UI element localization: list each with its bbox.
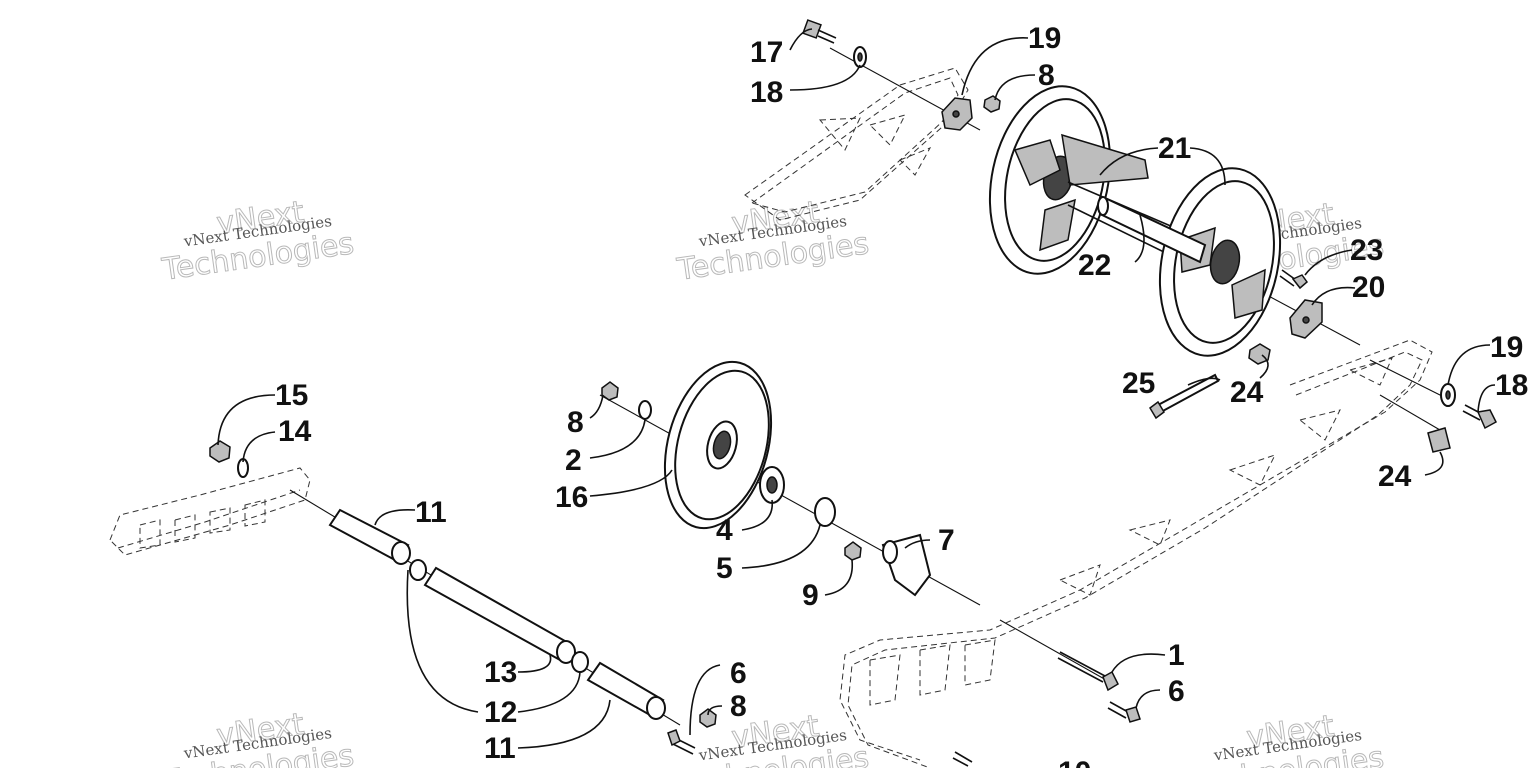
part-label-15: 15	[275, 379, 308, 412]
part-label-7: 7	[938, 524, 955, 557]
part-label-1: 1	[1168, 639, 1185, 672]
part-label-13: 13	[484, 656, 517, 689]
part-label-8: 8	[1038, 59, 1055, 92]
leader-lines	[217, 28, 1496, 749]
bracket-part-7	[881, 533, 932, 597]
axle-part-21	[1097, 196, 1207, 264]
part-label-24: 24	[1230, 376, 1264, 409]
part-label-6: 6	[1168, 675, 1185, 708]
tube-part-11-right	[586, 661, 666, 720]
part-label-22: 23	[1350, 234, 1383, 267]
part-label-11: 11	[484, 732, 516, 765]
nut-part-15	[209, 440, 231, 463]
bracket-part-19-top	[941, 97, 973, 131]
part-label-2: 2	[565, 444, 582, 477]
part-label-9: 9	[802, 579, 819, 612]
bolt-part-10	[952, 751, 973, 767]
ring-part-12-right	[571, 651, 589, 673]
bearing-part-4	[759, 466, 785, 504]
part-label-19: 20	[1352, 271, 1385, 304]
part-label-18: 19	[1490, 331, 1523, 364]
part-label-21: 22	[1078, 249, 1111, 282]
bolt-part-6-bottom	[667, 729, 696, 755]
tube-part-13	[423, 566, 576, 664]
part-label-11: 11	[415, 496, 447, 529]
ring-part-5	[814, 497, 836, 527]
tube-part-11-left	[328, 508, 411, 565]
ring-part-12-left	[409, 559, 427, 581]
nut-part-8-top	[983, 95, 1001, 113]
part-label-8: 8	[567, 406, 584, 439]
part-label-5: 5	[716, 552, 733, 585]
part-label-14: 14	[278, 415, 312, 448]
left-rail-phantom	[109, 467, 311, 556]
upper-right-rail-phantom	[839, 339, 1433, 768]
cap-part-23	[1427, 427, 1451, 453]
bolt-part-1	[1057, 651, 1119, 692]
washer-part-2	[638, 400, 652, 420]
part-label-16: 16	[555, 481, 588, 514]
bracket-part-19-right	[1289, 299, 1323, 339]
watermark: vNext vNext Technologies Technologies	[674, 194, 872, 288]
nut-part-8-center	[601, 381, 619, 401]
part-label-8: 8	[730, 690, 747, 723]
nut-part-8-bottom	[699, 708, 717, 728]
part-label-23: 24	[1378, 460, 1412, 493]
part-label-4: 4	[716, 514, 733, 547]
part-label-18: 18	[750, 76, 783, 109]
watermark: vNext vNext Technologies Technologies	[159, 194, 357, 288]
bolt-part-17-right	[1462, 404, 1497, 430]
part-label-20: 21	[1158, 132, 1191, 165]
part-label-25: 25	[1122, 367, 1155, 400]
wheel-part-16	[663, 360, 773, 530]
bolt-part-22	[1279, 269, 1309, 290]
part-label-10: 10	[1058, 756, 1091, 768]
watermark: vNext vNext Technologies Technologies	[674, 708, 872, 768]
part-label-12: 12	[484, 696, 517, 729]
part-label-19: 19	[1028, 22, 1061, 55]
bolt-part-6-right	[1107, 701, 1141, 723]
part-labels: 17 18 19 8 21 22 23 20 25 24 19 18 24 15…	[275, 22, 1528, 768]
part-label-6: 6	[730, 657, 747, 690]
nut-part-24	[1248, 343, 1271, 365]
axis-lines	[289, 47, 1451, 726]
part-label-17: 17	[750, 36, 783, 69]
nut-part-9	[844, 541, 862, 561]
bolt-part-17-top	[802, 19, 837, 44]
watermark: vNext vNext Technologies Technologies	[1189, 708, 1387, 768]
bolt-part-25	[1149, 373, 1220, 420]
watermark: vNext vNext Technologies Technologies	[159, 706, 357, 768]
part-label-17: 18	[1495, 369, 1528, 402]
